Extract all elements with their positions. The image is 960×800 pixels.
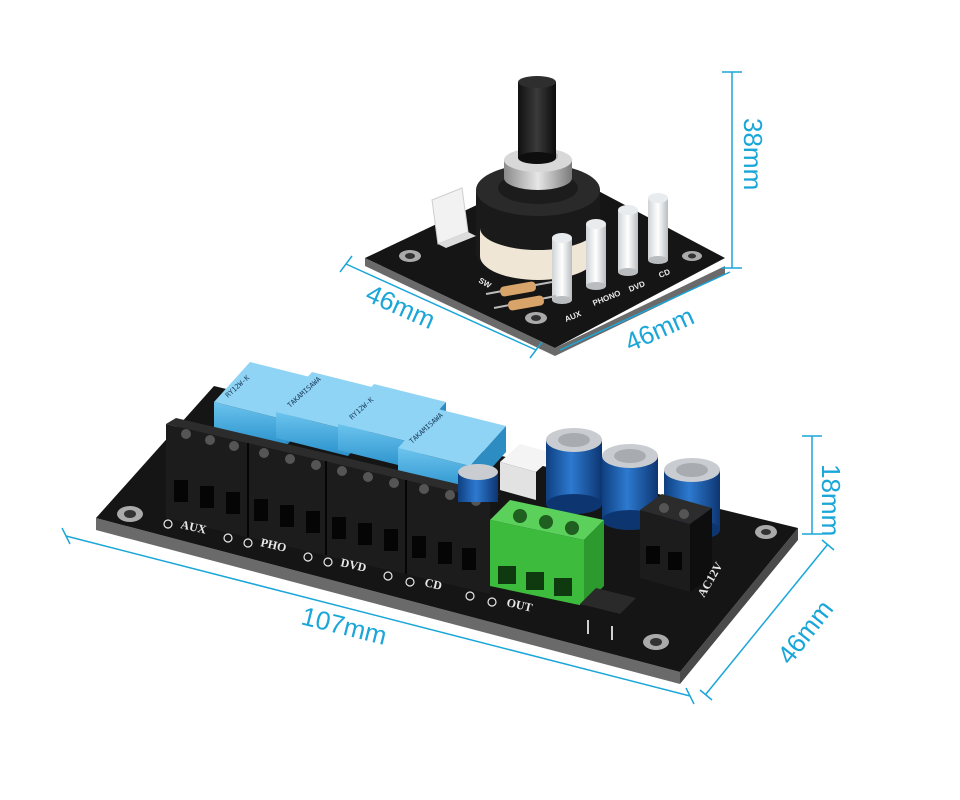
dim-length-large: 107mm bbox=[299, 601, 390, 651]
label-cd: CD bbox=[423, 575, 443, 593]
capacitor bbox=[458, 464, 498, 502]
led bbox=[552, 233, 572, 304]
dim-width-small: 46mm bbox=[620, 301, 698, 358]
input-terminal-block bbox=[166, 418, 500, 594]
resistor bbox=[493, 295, 557, 311]
led bbox=[586, 219, 606, 290]
label-aux: AUX bbox=[179, 517, 208, 537]
ground-symbols bbox=[163, 519, 497, 607]
selector-board: AUX PHONO DVD CD SW bbox=[365, 76, 725, 356]
led bbox=[618, 205, 638, 276]
capacitor bbox=[546, 428, 602, 514]
led bbox=[648, 193, 668, 264]
dimension-lines-large bbox=[61, 435, 835, 705]
bridge-rectifier bbox=[580, 588, 636, 640]
rotary-switch bbox=[476, 148, 600, 280]
dimension-lines-small bbox=[339, 71, 742, 359]
mounting-hole bbox=[643, 634, 669, 650]
mounting-hole bbox=[755, 525, 777, 539]
output-terminal-block bbox=[490, 500, 604, 606]
mounting-hole bbox=[399, 250, 421, 262]
mounting-hole bbox=[525, 312, 547, 324]
relay-board: RY12W-K TAKAMISAWA RY12W-K TAKAMISAWA bbox=[96, 362, 798, 684]
connector-header bbox=[500, 444, 556, 500]
connector-header bbox=[431, 187, 476, 248]
dim-height-large: 18mm bbox=[816, 464, 846, 536]
power-terminal-block bbox=[640, 494, 712, 592]
label-cd: CD bbox=[657, 267, 671, 280]
label-dvd: DVD bbox=[339, 555, 368, 575]
resistor bbox=[485, 281, 553, 297]
mounting-hole bbox=[682, 251, 702, 261]
dim-height-small: 38mm bbox=[738, 118, 768, 190]
dim-width-large: 46mm bbox=[771, 594, 839, 669]
label-pho: PHO bbox=[259, 535, 287, 554]
label-out: OUT bbox=[505, 595, 533, 614]
knob bbox=[518, 76, 556, 164]
mounting-hole bbox=[117, 506, 143, 522]
